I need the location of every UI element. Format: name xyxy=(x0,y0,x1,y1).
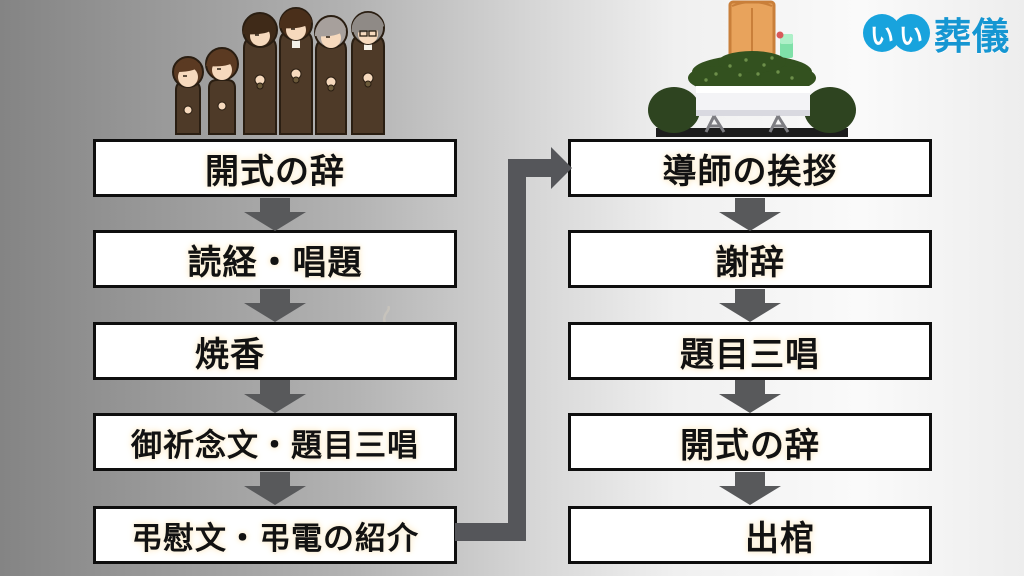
arrow-down-icon xyxy=(719,380,781,413)
ii-sougi-logo: い い 葬儀 xyxy=(863,10,1010,58)
arrow-down-icon xyxy=(244,380,306,413)
flow-step-box: 御祈念文・題目三唱 xyxy=(93,413,457,471)
logo-circles: い い xyxy=(863,14,930,52)
flow-step-label: 弔慰文・弔電の紹介 xyxy=(131,520,419,557)
flow-step-label: 焼香 xyxy=(195,334,265,375)
arrow-down-icon xyxy=(244,472,306,505)
arrow-down-icon xyxy=(244,198,306,231)
flow-step-label: 題目三唱 xyxy=(680,334,820,375)
flow-step-box: 開式の辞 xyxy=(93,139,457,197)
flow-step-label: 導師の挨拶 xyxy=(662,151,838,192)
arrow-down-icon xyxy=(719,472,781,505)
flow-step-label: 開式の辞 xyxy=(205,151,345,192)
mourning-family-illustration xyxy=(172,7,385,135)
flow-step-box: 読経・唱題 xyxy=(93,230,457,288)
flow-step-box: 導師の挨拶 xyxy=(568,139,932,197)
logo-circle-i2: い xyxy=(892,14,930,52)
arrow-down-icon xyxy=(719,198,781,231)
logo-circle-i1: い xyxy=(863,14,901,52)
funeral-altar-illustration xyxy=(648,0,856,137)
flow-step-label: 出棺 xyxy=(745,518,815,559)
flow-step-label: 読経・唱題 xyxy=(187,242,363,283)
flow-step-label: 謝辞 xyxy=(715,242,785,283)
flow-step-box: 謝辞 xyxy=(568,230,932,288)
flow-step-label: 開式の辞 xyxy=(680,425,820,466)
flow-step-label: 御祈念文・題目三唱 xyxy=(131,427,419,464)
flow-step-box: 焼香 xyxy=(93,322,457,380)
flow-step-box: 出棺 xyxy=(568,506,932,564)
flow-step-box: 題目三唱 xyxy=(568,322,932,380)
flow-step-box: 開式の辞 xyxy=(568,413,932,471)
arrow-down-icon xyxy=(244,289,306,322)
flow-step-box: 弔慰文・弔電の紹介 xyxy=(93,506,457,564)
arrow-down-icon xyxy=(719,289,781,322)
logo-kanji-text: 葬儀 xyxy=(934,15,1010,58)
